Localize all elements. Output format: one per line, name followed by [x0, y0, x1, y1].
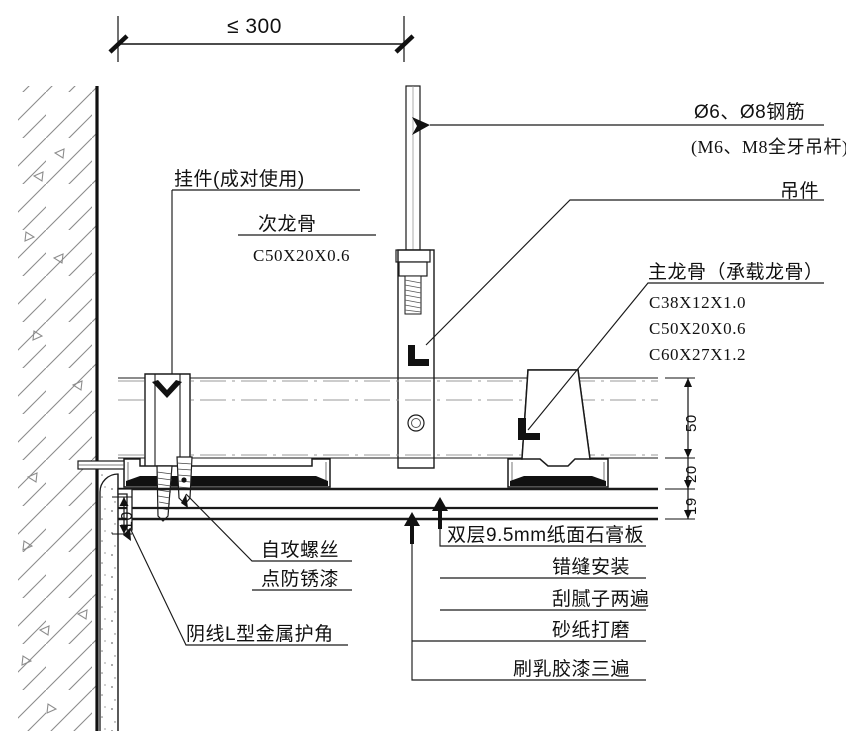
leader-hanger: [425, 199, 824, 346]
arrow-hanger-icon: [408, 345, 429, 366]
label-furring-spec: C50X20X0.6: [253, 246, 351, 265]
leader-board-5: [411, 522, 646, 681]
thread-lines: [404, 279, 422, 313]
top-dimension-label: ≤ 300: [227, 15, 282, 38]
label-clip: 挂件(成对使用): [174, 169, 305, 190]
leader-screw: [185, 493, 352, 562]
label-board-2: 错缝安装: [552, 557, 631, 578]
vertical-dimensions: [665, 377, 695, 520]
label-main-runner-spec-3: C60X27X1.2: [649, 345, 747, 364]
leader-main-runner: [527, 282, 824, 431]
leader-lines: [129, 124, 824, 681]
label-board-1: 双层9.5mm纸面石膏板: [447, 525, 645, 546]
concrete-hatch: [18, 86, 96, 731]
vdim-50-arrow-top: [684, 378, 692, 387]
label-rebar-main: Ø6、Ø8钢筋: [694, 102, 806, 123]
gap-arrow-down: [119, 525, 129, 534]
label-main-runner-spec-2: C50X20X0.6: [649, 319, 747, 338]
vdim-20-arrow-bot: [684, 480, 692, 489]
furring-right-web: [521, 369, 591, 467]
furring-channel-left: [123, 458, 331, 488]
rod-nut: [398, 261, 428, 277]
gypsum-board-layers: [118, 487, 658, 521]
label-hanger: 吊件: [780, 181, 820, 202]
label-corner-bead: 阴线L型金属护角: [186, 624, 334, 645]
label-rebar-sub: (M6、M8全牙吊杆): [691, 137, 846, 157]
hanger-bolt-inner: [411, 418, 421, 428]
clip-body: [144, 373, 191, 471]
label-board-5: 刷乳胶漆三遍: [513, 659, 631, 680]
furring-right-arrow-icon: [518, 418, 540, 440]
label-main-runner-title: 主龙骨（承载龙骨）: [648, 262, 824, 283]
vdim-label-19: 19: [683, 497, 700, 515]
label-main-runner-spec-1: C38X12X1.0: [649, 293, 747, 312]
hanger-rod-assembly: [395, 85, 435, 469]
vdim-50-arrow-bot: [684, 449, 692, 458]
gap-dimension-label: 10: [119, 511, 136, 530]
furring-channel-right: [507, 369, 609, 488]
screw-2-dot: [181, 477, 187, 483]
wall-assembly: [18, 86, 119, 731]
furring-left-face: [126, 476, 328, 486]
vdim-label-50: 50: [683, 414, 700, 432]
furring-right-face: [510, 476, 606, 486]
arrow-screw-icon: [181, 494, 188, 508]
label-board-4: 砂纸打磨: [552, 620, 631, 641]
leader-arrowheads: [123, 117, 448, 544]
hanger-bolt-head: [407, 414, 425, 432]
hanger-bracket: [397, 249, 435, 469]
top-dimension-group: [108, 16, 415, 62]
vdim-label-20: 20: [683, 465, 700, 483]
corner-bead-profile: [117, 488, 133, 531]
label-board-3: 刮腻子两遍: [552, 589, 650, 610]
screw-1: [156, 465, 173, 522]
arrow-rebar-icon: [412, 117, 430, 135]
label-screw: 自攻螺丝: [261, 540, 340, 561]
label-rustproof: 点防锈漆: [261, 569, 340, 590]
label-furring-title: 次龙骨: [258, 214, 317, 235]
rod-washer: [395, 249, 431, 263]
arrow-board-a-icon: [432, 497, 448, 529]
dim-tick-right: [394, 34, 415, 54]
wall-plaster-band: [100, 474, 118, 731]
clip-hanger-left: [144, 373, 191, 471]
arrow-corner-bead-icon: [123, 528, 131, 541]
arrow-board-b-icon: [404, 512, 420, 544]
vdim-19-arrow-bot: [684, 510, 692, 519]
concrete-aggregate-marks: [21, 148, 88, 714]
leader-corner-bead: [129, 527, 348, 646]
dim-tick-left: [108, 34, 129, 54]
gap-arrow-up: [119, 497, 129, 506]
clip-arrow-icon: [152, 380, 182, 398]
corner-bead-L: [77, 460, 133, 531]
